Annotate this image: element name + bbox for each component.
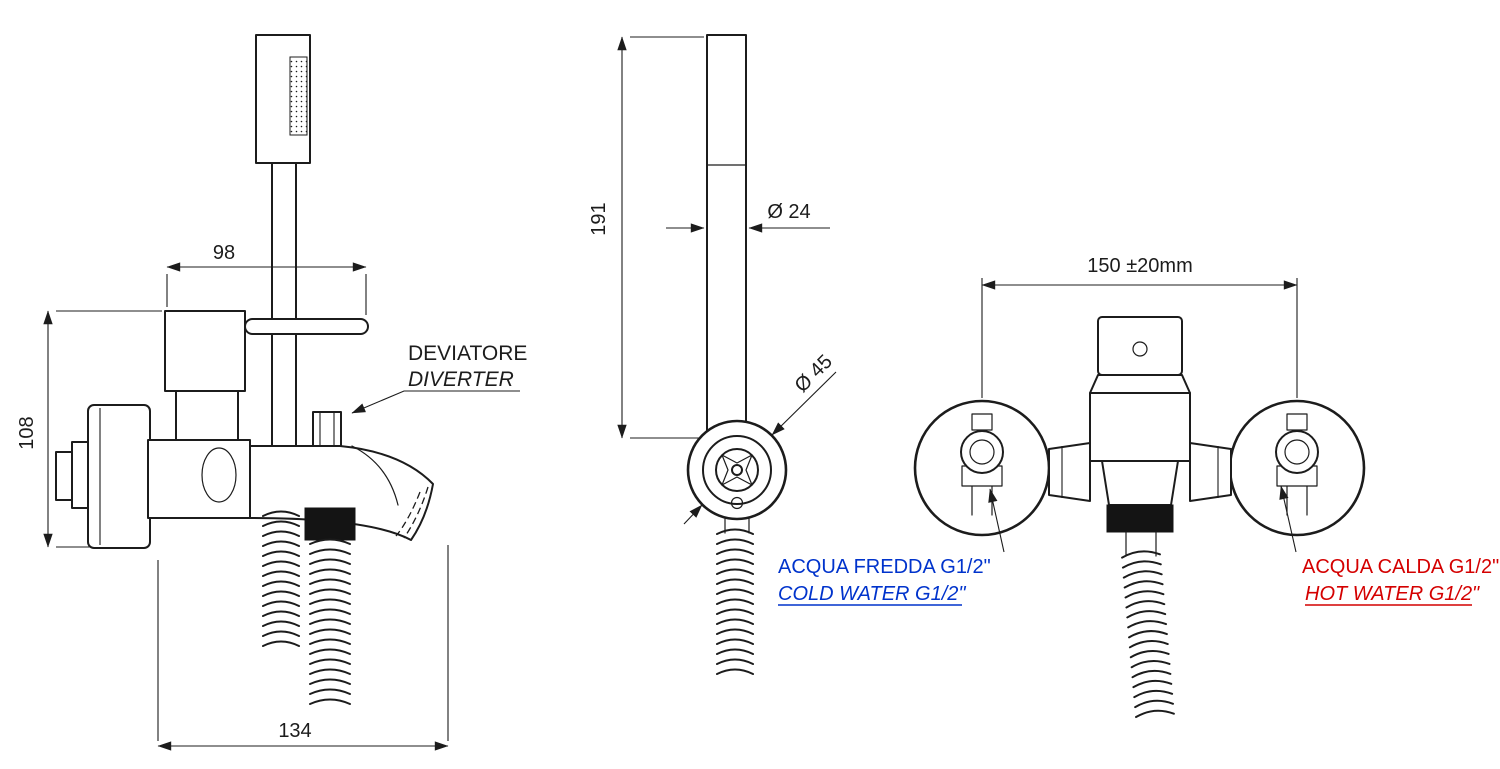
dim-interaxis-label: 150 ±20mm [1087,255,1192,277]
cold-leader [988,488,1005,553]
spout [249,445,434,541]
hot-water-callout: ACQUA CALDA G1/2" HOT WATER G1/2" [1279,485,1499,606]
diverter-label-it: DEVIATORE [408,342,527,365]
body-hole [1132,341,1148,357]
mixer-hose [1121,550,1175,719]
lever-handle [244,318,369,335]
cartridge-housing [164,310,246,392]
spout-bore-hidden-line [395,491,421,537]
cold-label-en: COLD WATER G1/2" [778,583,966,605]
outlet-nut [1106,504,1174,533]
side-view: 98 108 134 DEVIATORE DIVERTER [16,34,527,751]
wall-escutcheon-side [87,404,151,549]
holder-screw-star [721,454,753,486]
hot-label-en: HOT WATER G1/2" [1305,583,1480,605]
handshower-view: 191 Ø 24 Ø 45 [588,34,837,675]
body-lower [1101,460,1179,506]
mixer-body-side [55,310,369,549]
hot-wall-flange [1228,399,1366,537]
wall-stub-outer [55,451,73,501]
hot-leader [1279,485,1297,553]
holder-bottom-hole [730,496,744,510]
diverter-label-en: DIVERTER [408,368,514,391]
shaft-detail [201,447,237,503]
hose-right [309,538,351,705]
dim-d24-label: Ø 24 [767,201,810,223]
dim-98: 98 [166,242,367,315]
cold-water-callout: ACQUA FREDDA G1/2" COLD WATER G1/2" [778,488,1005,606]
dim-134-label: 134 [278,720,311,742]
cold-label-it: ACQUA FREDDA G1/2" [778,556,991,578]
right-connection-nut [1189,442,1232,502]
dim-108: 108 [16,310,162,548]
wall-stub [71,441,89,509]
shower-holder [686,419,788,521]
front-view: 150 ±20mm ACQUA FREDDA G1/2" COLD WATER … [778,255,1499,719]
body-column [175,390,239,448]
dim-108-label: 108 [16,416,38,449]
cold-wall-flange [913,399,1051,537]
hose-nut [304,507,356,541]
diverter-callout: DEVIATORE DIVERTER [351,342,527,414]
mixer-body-front [1048,316,1232,557]
diverter-knob [312,411,342,447]
dim-handle-diameter: Ø 24 [666,201,830,233]
spray-face [289,56,308,136]
dim-interaxis: 150 ±20mm [981,255,1298,398]
dim-d45-label: Ø 45 [791,351,837,397]
body-top [1097,316,1183,376]
dim-191: 191 [588,36,704,439]
hose-left [262,510,300,647]
handshower-side [255,34,311,447]
dim-134: 134 [157,545,449,751]
hot-label-it: ACQUA CALDA G1/2" [1302,556,1499,578]
left-connection-nut [1048,442,1091,502]
diverter-leader [351,390,520,414]
body-mid [1089,392,1191,462]
dim-98-label: 98 [213,242,235,264]
dim-191-label: 191 [588,202,610,235]
handshower-hose [716,528,754,675]
handshower-handle [706,34,747,448]
